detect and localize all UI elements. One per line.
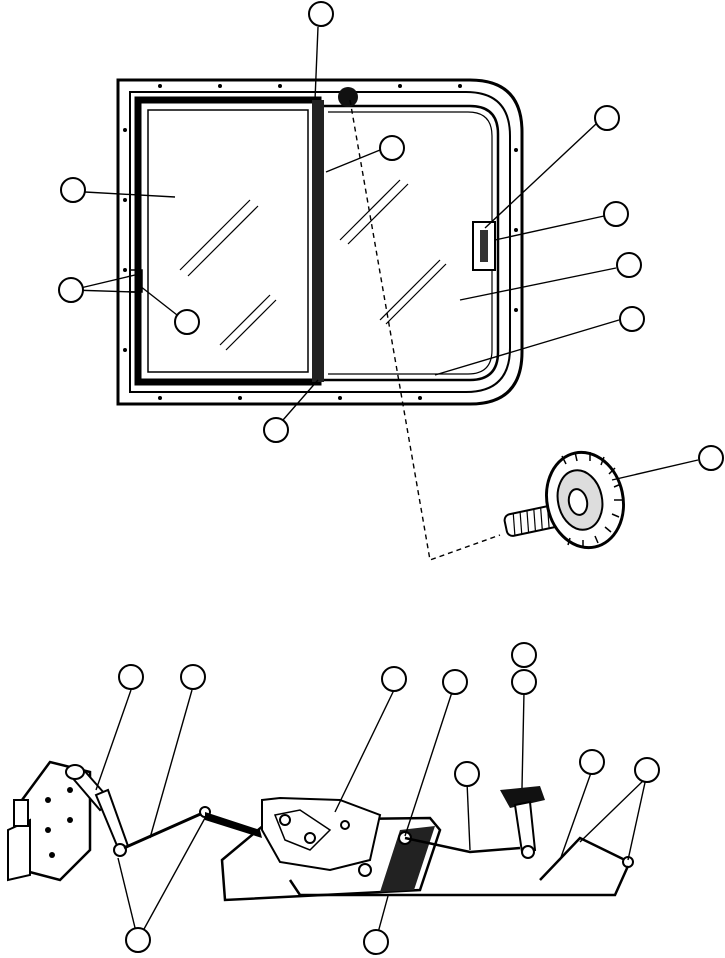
fixed-pane-glass xyxy=(147,109,309,373)
mechanism-bracket xyxy=(261,796,382,872)
actuator-lever xyxy=(205,812,262,838)
link-rod-left xyxy=(123,810,206,850)
callout-circle xyxy=(308,1,334,27)
screw-head-hub xyxy=(567,488,589,516)
knob-dashed-leader xyxy=(349,99,501,561)
fixed-pane-seal xyxy=(134,96,322,386)
callout-circle xyxy=(263,417,289,443)
window-latch-handle xyxy=(480,230,488,262)
callout-circle xyxy=(616,252,642,278)
latch-arm-end xyxy=(65,764,85,780)
callout-circle xyxy=(363,929,389,955)
center-divider xyxy=(312,100,324,382)
door-latch-linkage xyxy=(7,760,634,902)
callout-circle xyxy=(381,666,407,692)
handle-pivot xyxy=(521,845,535,859)
frame-knob-mount xyxy=(338,87,358,107)
callout-circle xyxy=(511,669,537,695)
window-outer-frame xyxy=(116,78,524,406)
callout-circle xyxy=(698,445,724,471)
mechanism-pivots xyxy=(279,814,412,877)
sliding-pane-inner xyxy=(328,111,493,375)
release-handle xyxy=(500,786,545,808)
lower-rod xyxy=(288,865,630,897)
callout-circle xyxy=(118,664,144,690)
callout-circle xyxy=(579,749,605,775)
knurled-thumb-screw xyxy=(503,450,625,550)
callout-circle xyxy=(603,201,629,227)
latch-lever xyxy=(94,788,130,850)
release-handle-arm xyxy=(513,800,537,854)
lever-pivot xyxy=(113,843,127,857)
callout-circle xyxy=(174,309,200,335)
callout-circles xyxy=(58,1,724,955)
callout-circle xyxy=(634,757,660,783)
window-assembly xyxy=(116,78,524,561)
window-inner-frame xyxy=(129,91,511,393)
link-rod-right xyxy=(404,836,521,854)
sliding-pane xyxy=(324,104,500,382)
return-link xyxy=(539,836,626,881)
latch-plate-side xyxy=(7,818,31,882)
frame-rivets xyxy=(123,84,518,400)
glass-glints xyxy=(179,179,447,351)
latch-pawl xyxy=(13,799,29,827)
callout-circle xyxy=(442,669,468,695)
knurl-marks xyxy=(561,451,622,548)
callout-circle xyxy=(379,135,405,161)
callout-circle xyxy=(454,761,480,787)
callout-circle xyxy=(60,177,86,203)
pane-catch xyxy=(129,269,143,293)
callout-circle xyxy=(180,664,206,690)
callout-circle xyxy=(594,105,620,131)
callout-circle xyxy=(125,927,151,953)
latch-bolts xyxy=(45,787,73,858)
callout-circle xyxy=(511,642,537,668)
callout-circle xyxy=(58,277,84,303)
callout-circle xyxy=(619,306,645,332)
mechanism-bracket-inner xyxy=(273,809,332,851)
